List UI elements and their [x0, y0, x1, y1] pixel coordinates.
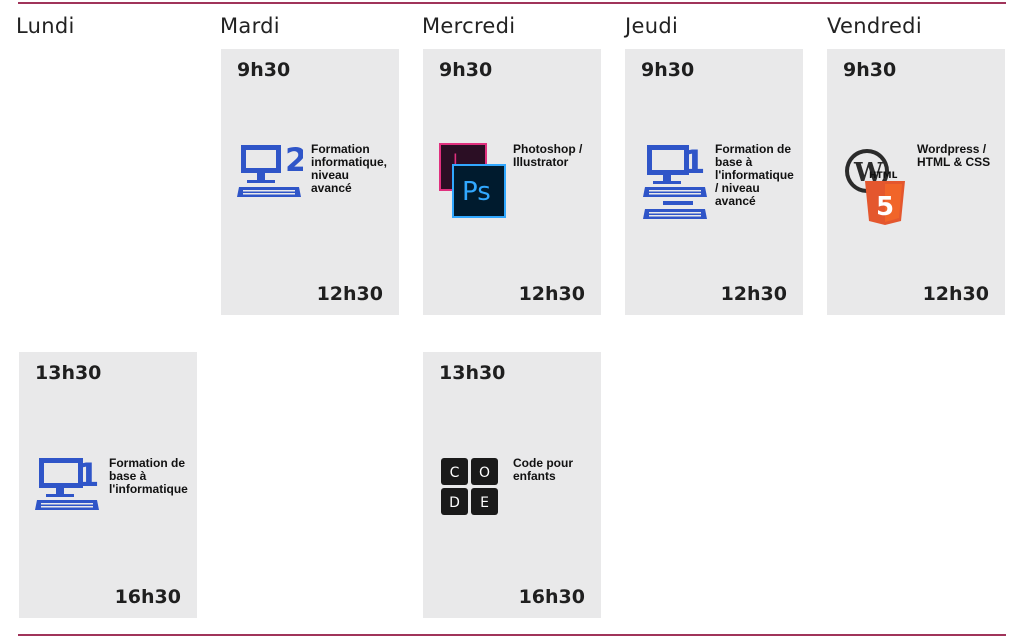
computer-level-1-icon: 1 [35, 456, 99, 510]
svg-text:Ps: Ps [462, 177, 491, 207]
start-time: 9h30 [237, 59, 291, 81]
svg-text:5: 5 [876, 192, 894, 222]
session-title: Code pour enfants [513, 456, 573, 483]
session-title: Wordpress / HTML & CSS [917, 142, 991, 169]
session-title: Formation de base à l'informatique [109, 456, 188, 496]
computer-level-1-2-icon: 1 [643, 143, 707, 219]
svg-text:C: C [450, 465, 460, 481]
svg-text:1: 1 [77, 456, 99, 494]
end-time: 12h30 [518, 283, 585, 305]
start-time: 9h30 [843, 59, 897, 81]
start-time: 13h30 [439, 362, 506, 384]
top-divider [18, 2, 1006, 4]
start-time: 9h30 [439, 59, 493, 81]
session-card-jeudi-morning[interactable]: 9h30 1 Formation de base à l'informatiqu… [625, 49, 803, 315]
day-header-lundi: Lundi [16, 14, 75, 38]
session-card-mardi-morning[interactable]: 9h30 2 Formation informatique, niveau av… [221, 49, 399, 315]
session-card-mercredi-afternoon[interactable]: 13h30 C O D E Code pour enfants 16h30 [423, 352, 601, 618]
day-header-mardi: Mardi [220, 14, 280, 38]
bottom-divider [18, 634, 1006, 636]
session-title: Formation de base à l'informatique / niv… [715, 142, 794, 208]
start-time: 9h30 [641, 59, 695, 81]
photoshop-illustrator-icon: I Ps [439, 143, 506, 218]
computer-level-2-icon: 2 [237, 143, 303, 197]
session-title: Formation informatique, niveau avancé [311, 142, 388, 195]
end-time: 12h30 [316, 283, 383, 305]
day-header-mercredi: Mercredi [422, 14, 516, 38]
end-time: 16h30 [114, 586, 181, 608]
day-header-vendredi: Vendredi [827, 14, 922, 38]
session-card-mercredi-morning[interactable]: 9h30 I Ps Photoshop / Illustrator 12h30 [423, 49, 601, 315]
end-time: 16h30 [518, 586, 585, 608]
code-blocks-icon: C O D E [441, 458, 498, 515]
svg-text:E: E [480, 495, 489, 511]
svg-text:O: O [479, 465, 490, 481]
start-time: 13h30 [35, 362, 102, 384]
wordpress-html5-icon: W HTML 5 [845, 149, 905, 225]
session-card-vendredi-morning[interactable]: 9h30 W HTML 5 Wordpress / HTML & CSS 12h… [827, 49, 1005, 315]
svg-text:D: D [449, 495, 460, 511]
svg-text:HTML: HTML [869, 171, 898, 181]
session-card-lundi-afternoon[interactable]: 13h30 1 Formation de base à l'informatiq… [19, 352, 197, 618]
session-title: Photoshop / Illustrator [513, 142, 583, 169]
svg-text:2: 2 [285, 143, 303, 179]
day-header-jeudi: Jeudi [625, 14, 679, 38]
svg-text:I: I [453, 150, 458, 169]
end-time: 12h30 [720, 283, 787, 305]
end-time: 12h30 [922, 283, 989, 305]
svg-text:1: 1 [683, 143, 705, 181]
